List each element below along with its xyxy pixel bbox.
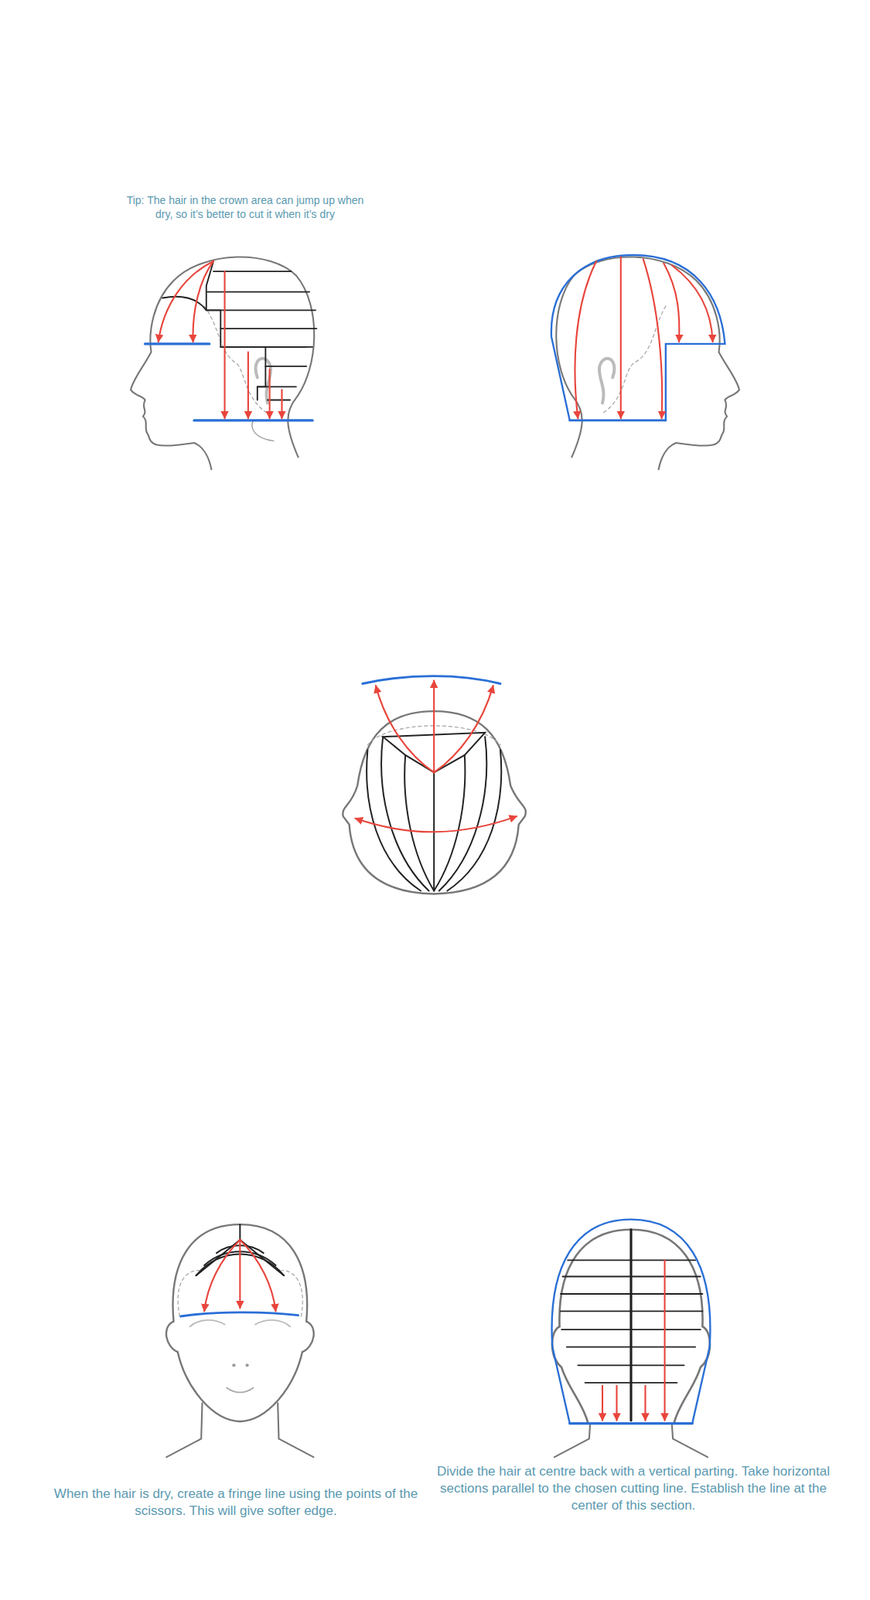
back-view bbox=[552, 1220, 711, 1459]
top-view bbox=[342, 676, 526, 895]
profile-right bbox=[551, 255, 740, 470]
profile-left bbox=[130, 256, 317, 470]
caption-note: When the hair is dry, create a fringe li… bbox=[38, 1486, 434, 1521]
front-face bbox=[166, 1224, 314, 1458]
caption-note: Divide the hair at centre back with a ve… bbox=[436, 1463, 831, 1515]
tip-note: Tip: The hair in the crown area can jump… bbox=[117, 193, 373, 222]
